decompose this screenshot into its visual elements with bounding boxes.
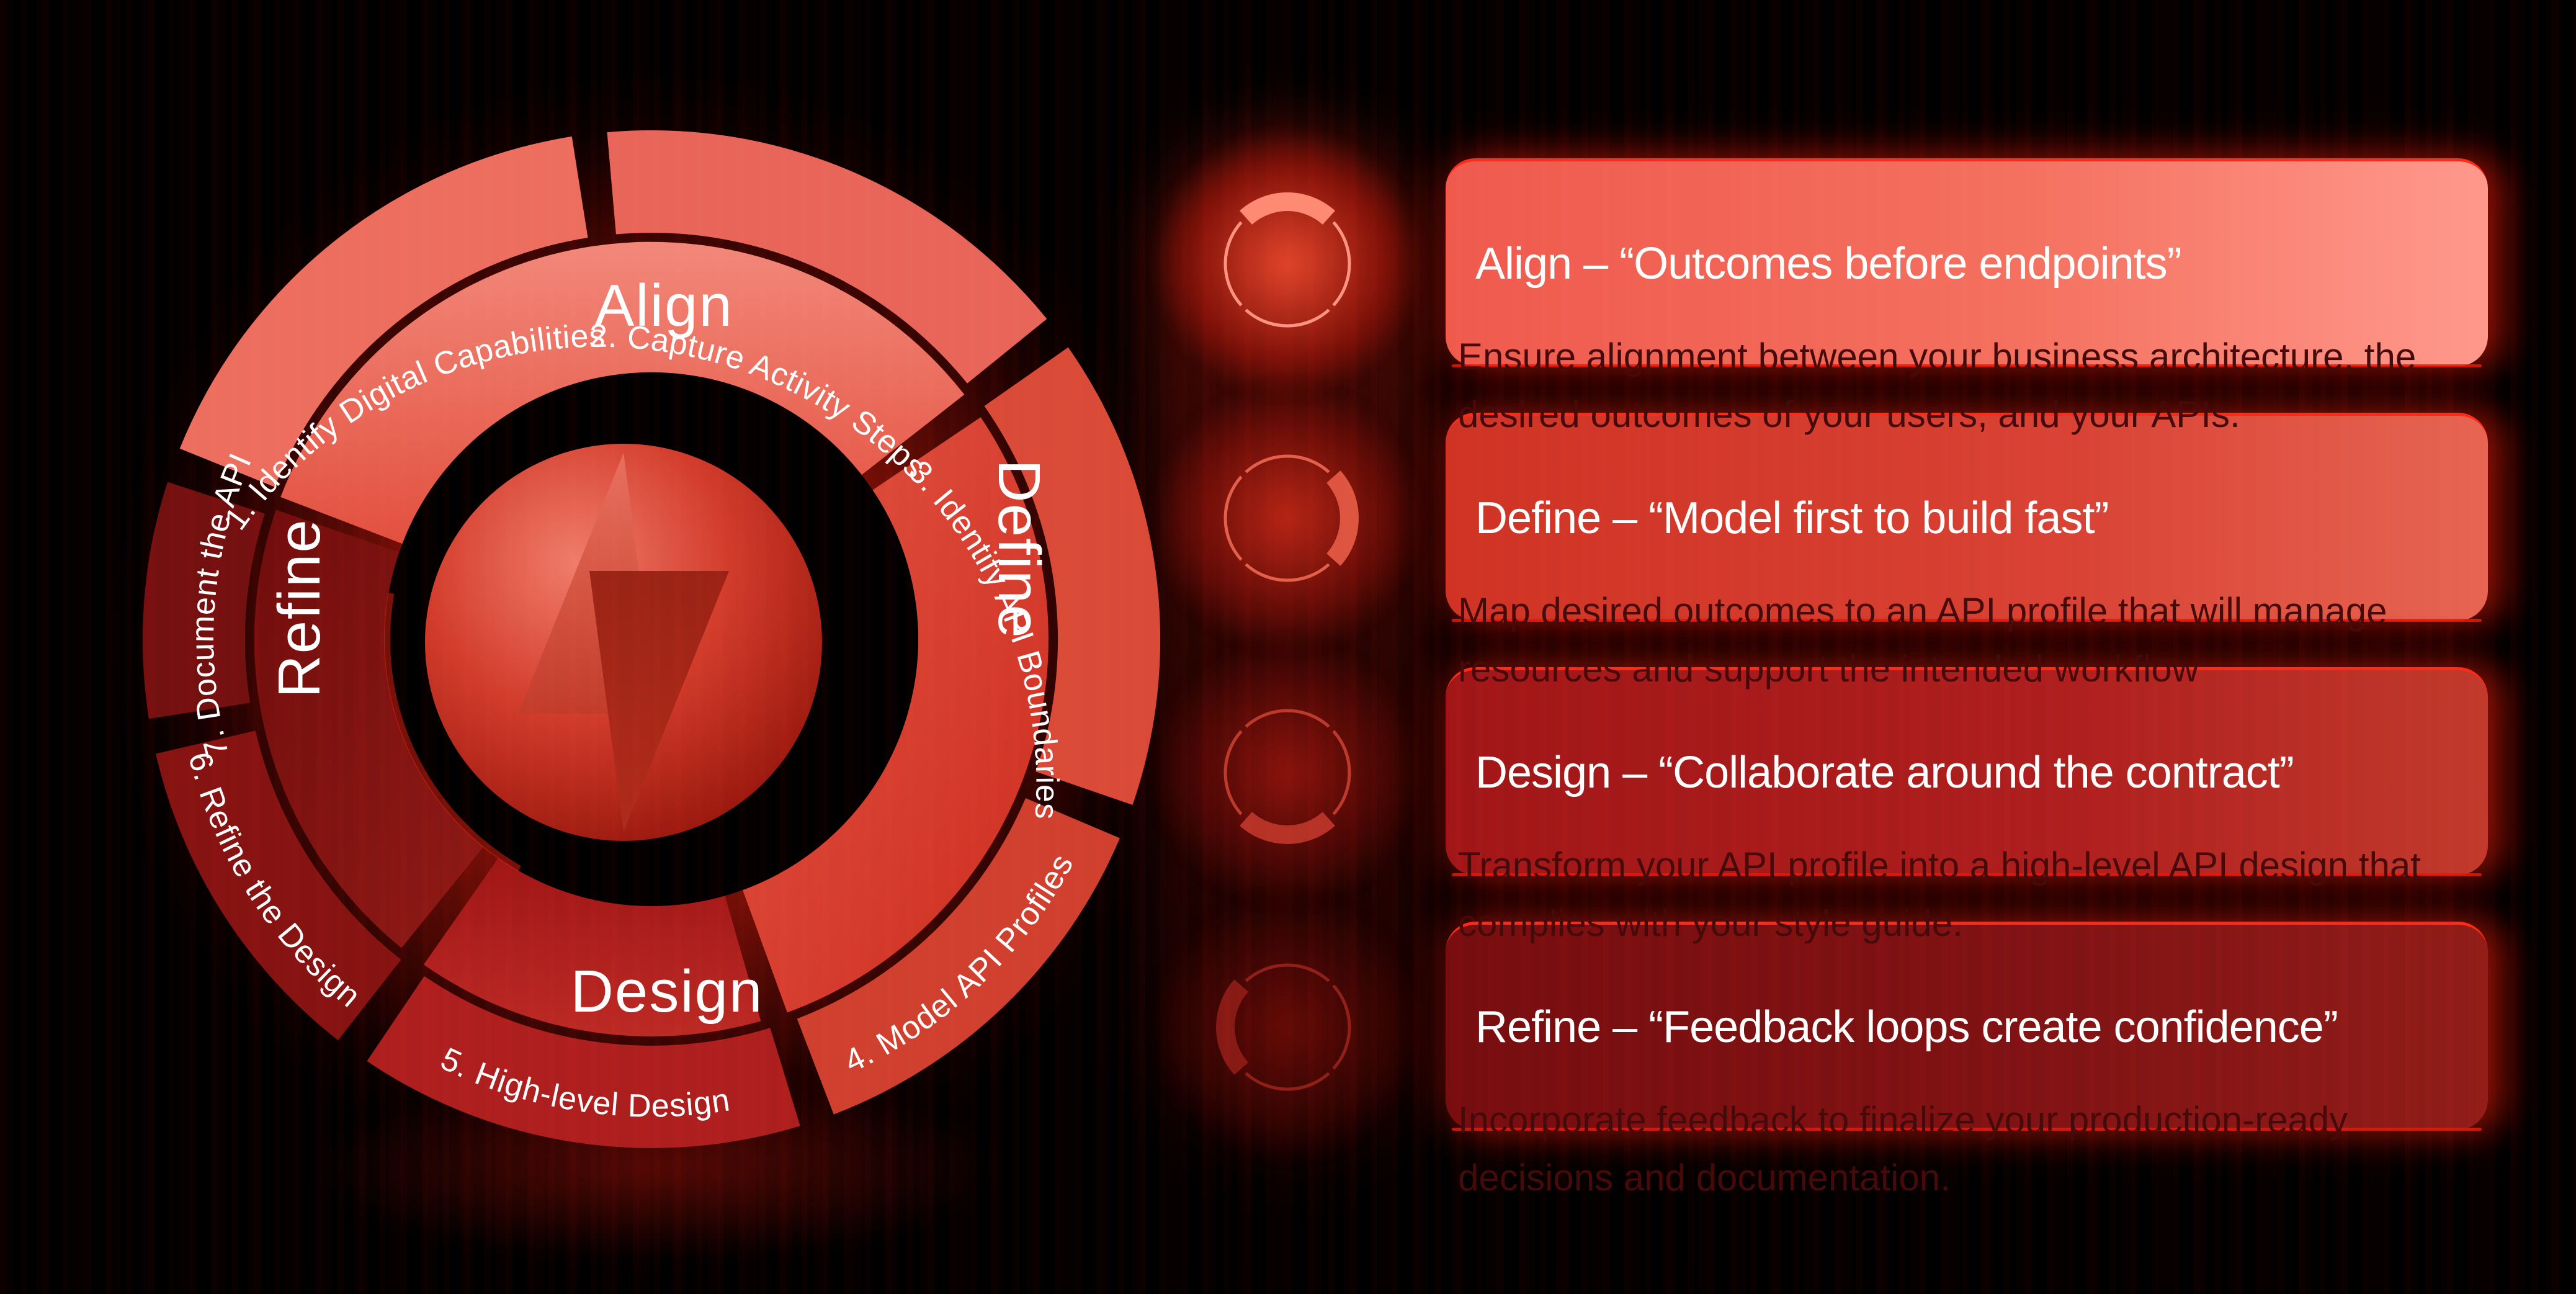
card-align-body: Ensure alignment between your business a… — [1458, 336, 2417, 435]
lifecycle-ring-design-icon — [1223, 709, 1351, 844]
card-define-body: Map desired outcomes to an API profile t… — [1458, 590, 2387, 690]
card-align: Align – “Outcomes before endpoints” Ensu… — [1446, 158, 2488, 443]
step-band-5 — [367, 976, 800, 1148]
card-refine-title: Refine – “Feedback loops create confiden… — [1475, 1002, 2338, 1052]
step-band-6 — [156, 730, 401, 1041]
phase-label-define: Define — [986, 459, 1052, 639]
lifecycle-wheel: 1. Identify Digital Capabilities 2. Capt… — [142, 130, 1161, 1148]
card-design-plate: Design – “Collaborate around the contrac… — [1446, 667, 2488, 876]
card-define-plate: Define – “Model first to build fast” — [1446, 413, 2488, 622]
step-band-2 — [607, 130, 1047, 384]
card-refine-plate: Refine – “Feedback loops create confiden… — [1446, 922, 2488, 1131]
wheel-segment-align — [280, 241, 965, 544]
refine-icon-glow — [1114, 853, 1461, 1201]
card-design-title: Design – “Collaborate around the contrac… — [1475, 748, 2294, 798]
phase-label-design: Design — [571, 958, 764, 1025]
step-band-4 — [797, 798, 1120, 1115]
lifecycle-ring-refine-icon — [1216, 963, 1351, 1091]
step-band-7 — [142, 482, 265, 719]
wheel-segment-refine — [254, 510, 484, 948]
phase-label-align: Align — [594, 272, 733, 339]
card-define-title: Define – “Model first to build fast” — [1475, 493, 2109, 543]
step-band-1 — [179, 136, 588, 487]
card-design-body: Transform your API profile into a high-l… — [1458, 845, 2421, 944]
step-band-3 — [984, 347, 1161, 806]
card-design: Design – “Collaborate around the contrac… — [1446, 667, 2488, 952]
lifecycle-ring-define-icon — [1223, 454, 1359, 582]
card-define: Define – “Model first to build fast” Map… — [1446, 413, 2488, 698]
card-align-plate: Align – “Outcomes before endpoints” — [1446, 158, 2488, 367]
hole-rim-highlight — [384, 593, 521, 871]
phase-label-refine: Refine — [266, 518, 333, 698]
lifecycle-ring-align-icon — [1223, 192, 1351, 328]
up-down-arrows-logo — [518, 453, 729, 832]
card-refine: Refine – “Feedback loops create confiden… — [1446, 922, 2488, 1206]
wheel-segment-design — [423, 858, 761, 1037]
card-align-title: Align – “Outcomes before endpoints” — [1475, 239, 2182, 289]
wheel-segment-define — [743, 417, 1049, 1013]
logo-down-arrow — [589, 571, 729, 832]
card-refine-body: Incorporate feedback to finalize your pr… — [1458, 1099, 2348, 1198]
